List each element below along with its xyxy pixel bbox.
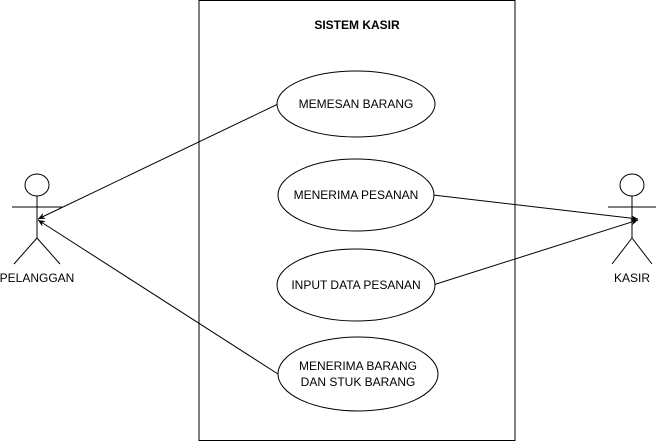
actor-cashier[interactable]: KASIR (608, 173, 656, 285)
association-memesan-barang (37, 103, 279, 220)
use-case-menerima-barang[interactable]: MENERIMA BARANG DAN STUK BARANG (277, 336, 439, 412)
actor-label: PELANGGAN (0, 271, 74, 285)
use-case-input-data-pesanan[interactable]: INPUT DATA PESANAN (276, 248, 436, 322)
association-input-data-pesanan (432, 219, 639, 286)
use-case-label-line-2: DAN STUK BARANG (301, 375, 416, 389)
use-case-menerima-pesanan[interactable]: MENERIMA PESANAN (277, 158, 435, 232)
use-case-label: INPUT DATA PESANAN (291, 278, 420, 292)
stick-figure-icon (608, 173, 656, 265)
system-title: SISTEM KASIR (314, 18, 400, 32)
use-case-label: MENERIMA PESANAN (294, 188, 419, 202)
use-case-label: MEMESAN BARANG (299, 97, 414, 111)
use-case-label-line-1: MENERIMA BARANG (299, 359, 417, 373)
association-menerima-barang (37, 219, 279, 375)
association-menerima-pesanan (432, 194, 639, 222)
actor-label: KASIR (614, 271, 650, 285)
use-case-memesan-barang[interactable]: MEMESAN BARANG (276, 70, 436, 138)
stick-figure-icon (12, 173, 62, 265)
actor-customer[interactable]: PELANGGAN (0, 173, 74, 285)
